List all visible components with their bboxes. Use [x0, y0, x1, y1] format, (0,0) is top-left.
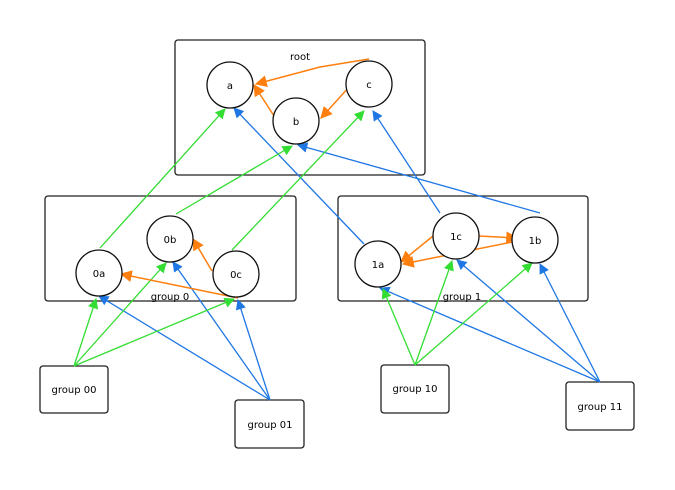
edge-1c-to-1b [478, 231, 519, 244]
blue-edges [98, 107, 601, 401]
group-0-label: group 0 [151, 292, 190, 303]
node-0a: 0a [75, 249, 123, 297]
node-b-label: b [293, 117, 299, 128]
node-c: c [345, 60, 393, 108]
edge-0c-to-0a [119, 270, 239, 299]
edge-1b-to-b [296, 142, 541, 214]
node-1c: 1c [432, 212, 480, 260]
edge-group01-to-0c [235, 299, 271, 401]
edge-group10-to-1b [414, 262, 533, 366]
node-1c-label: 1c [450, 232, 462, 243]
edge-group01-to-0b [172, 261, 271, 401]
group-11-label: group 11 [578, 402, 623, 413]
edge-0b-to-b [175, 145, 293, 215]
group-00-label: group 00 [52, 385, 97, 396]
edge-c-to-b [320, 85, 351, 119]
group-root-label: root [290, 52, 310, 63]
green-edges [73, 108, 533, 367]
edge-c-to-a [254, 58, 370, 88]
group-10-box: group 10 [380, 364, 450, 414]
node-1a-label: 1a [372, 260, 385, 271]
edge-b-to-a [253, 83, 277, 120]
edge-0c-to-0b [192, 237, 213, 272]
edge-0a-to-a [99, 108, 226, 249]
node-0c: 0c [212, 250, 260, 298]
group-01-box: group 01 [234, 399, 305, 449]
group-01-label: group 01 [248, 420, 293, 431]
node-0b: 0b [146, 215, 194, 263]
group-1-label: group 1 [443, 292, 482, 303]
node-0c-label: 0c [230, 270, 242, 281]
node-a: a [206, 61, 254, 109]
node-c-label: c [366, 80, 372, 91]
edge-group10-to-1a [381, 288, 416, 366]
node-b: b [272, 97, 320, 145]
edge-group11-to-1c [456, 259, 601, 383]
node-0b-label: 0b [164, 235, 177, 246]
edge-group01-to-0a [98, 295, 271, 401]
node-1b: 1b [511, 216, 559, 264]
edge-1a-to-a [233, 107, 365, 245]
group-00-box: group 00 [39, 365, 109, 414]
edge-group10-to-1c [414, 260, 454, 366]
edge-group00-to-0c [73, 297, 235, 367]
group-10-label: group 10 [393, 384, 438, 395]
edge-1c-to-c [372, 110, 441, 214]
node-0a-label: 0a [93, 269, 106, 280]
edge-0c-to-c [231, 110, 365, 251]
group-11-box: group 11 [565, 381, 635, 431]
edge-group11-to-1b [539, 263, 601, 383]
node-1b-label: 1b [529, 236, 542, 247]
edge-group00-to-0a [73, 298, 99, 367]
edge-group11-to-1a [379, 286, 601, 383]
node-1a: 1a [354, 240, 402, 288]
node-a-label: a [227, 81, 233, 92]
